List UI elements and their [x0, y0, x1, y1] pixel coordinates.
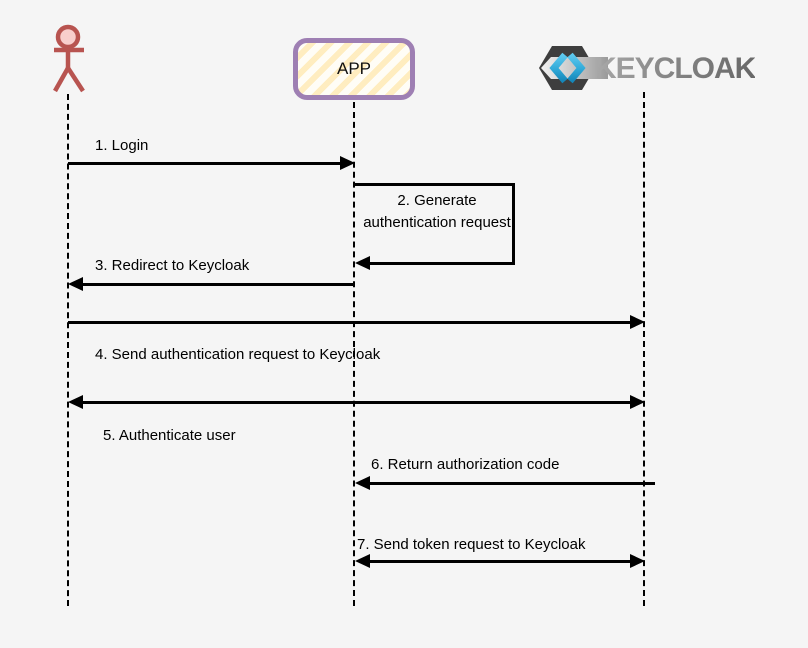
arrowhead-right-icon	[630, 554, 645, 568]
message-4-label: 4. Send authentication request to Keyclo…	[95, 346, 381, 363]
message-2-arrow-top	[355, 183, 515, 186]
user-lifeline	[67, 94, 69, 606]
participant-keycloak: KEYCLOAK	[538, 44, 756, 92]
arrowhead-right-icon	[630, 315, 645, 329]
arrowhead-right-icon	[630, 395, 645, 409]
message-4-arrow	[68, 321, 630, 324]
message-2-label: 2. Generate authentication request	[363, 192, 511, 231]
arrowhead-left-icon	[355, 554, 370, 568]
keycloak-label: KEYCLOAK	[595, 52, 756, 85]
app-label: APP	[336, 59, 372, 78]
message-5-arrow	[81, 401, 630, 404]
message-3-label: 3. Redirect to Keycloak	[95, 257, 250, 274]
message-3-arrow	[81, 283, 355, 286]
arrowhead-left-icon	[68, 277, 83, 291]
keycloak-lifeline	[643, 92, 645, 606]
message-2-arrow-side	[512, 183, 515, 265]
arrowhead-left-icon	[355, 476, 370, 490]
message-6-label: 6. Return authorization code	[371, 456, 560, 473]
message-6-arrow	[368, 482, 655, 485]
app-lifeline	[353, 102, 355, 606]
participant-app: APP	[293, 38, 415, 100]
message-2-arrow-bottom	[370, 262, 515, 265]
message-7-label: 7. Send token request to Keycloak	[357, 536, 586, 553]
message-1-arrow	[68, 162, 342, 165]
keycloak-hexagon-icon	[539, 46, 608, 90]
arrowhead-right-icon	[340, 156, 355, 170]
message-7-arrow	[368, 560, 632, 563]
arrowhead-left-icon	[68, 395, 83, 409]
arrowhead-left-icon	[355, 256, 370, 270]
stick-figure-actor-icon	[53, 24, 85, 93]
message-5-label: 5. Authenticate user	[103, 427, 236, 444]
message-1-label: 1. Login	[95, 137, 149, 154]
